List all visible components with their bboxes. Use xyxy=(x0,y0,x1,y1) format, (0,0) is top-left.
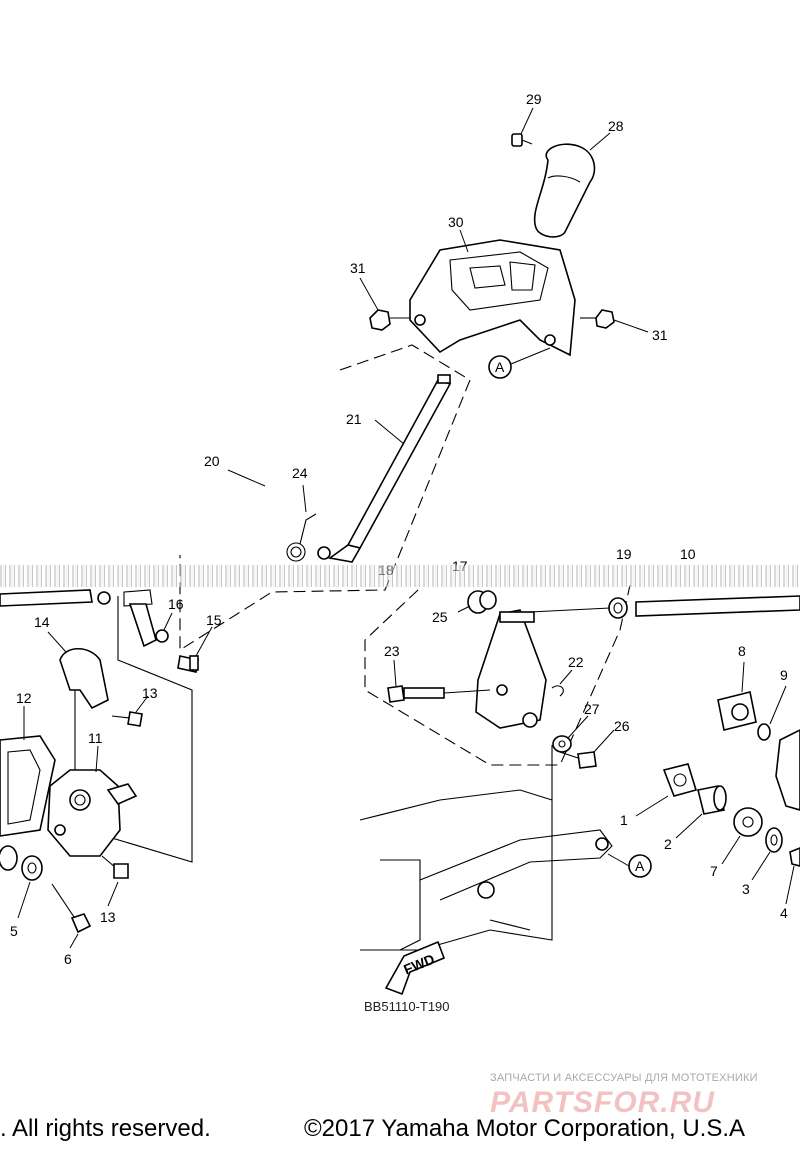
bolt-13-lower xyxy=(101,855,129,879)
frame-section xyxy=(359,789,613,951)
torsion-spring xyxy=(286,513,331,562)
callout-28: 28 xyxy=(608,118,624,134)
callout-26: 26 xyxy=(614,718,630,734)
fwd-arrow-icon xyxy=(384,940,446,996)
cable-rod-left xyxy=(0,589,153,607)
bolt-13-upper xyxy=(111,711,143,727)
housing-11 xyxy=(47,769,138,857)
callout-21: 21 xyxy=(346,411,362,427)
callout-19: 19 xyxy=(616,546,632,562)
flange-bolt-15 xyxy=(177,655,199,673)
callout-24: 24 xyxy=(292,465,308,481)
callout-27: 27 xyxy=(584,701,600,717)
linkage-bracket xyxy=(128,603,169,648)
ref-marker-a-top xyxy=(488,347,551,379)
callout-2: 2 xyxy=(664,836,672,852)
clip-22 xyxy=(551,685,564,697)
callout-4: 4 xyxy=(780,905,788,921)
gear-7 xyxy=(733,807,763,837)
callout-10: 10 xyxy=(680,546,696,562)
callout-a-bottom: A xyxy=(635,858,645,874)
cable-clamp xyxy=(59,647,109,710)
callout-16: 16 xyxy=(168,596,184,612)
footer-copyright: ©2017 Yamaha Motor Corporation, U.S.A xyxy=(304,1115,746,1142)
callout-20: 20 xyxy=(204,453,220,469)
cover-bolt-left xyxy=(369,309,410,331)
washer-27 xyxy=(552,735,572,753)
callout-13-upper: 13 xyxy=(142,685,158,701)
callout-31-right: 31 xyxy=(652,327,668,343)
callout-7: 7 xyxy=(710,863,718,879)
cam-1 xyxy=(662,763,698,797)
rod-10 xyxy=(635,595,800,617)
bolt-26 xyxy=(559,751,597,769)
callout-5: 5 xyxy=(10,923,18,939)
scan-artifact-band-strip xyxy=(0,565,800,587)
cover-bolt-right xyxy=(580,309,615,329)
shift-lever-rod xyxy=(328,374,452,563)
callout-12: 12 xyxy=(16,690,32,706)
shift-arm-bracket xyxy=(475,609,547,729)
ref-marker-a-bottom xyxy=(607,853,652,878)
washer-5 xyxy=(0,845,43,881)
gasket-12 xyxy=(0,735,56,837)
collar-19 xyxy=(608,597,628,619)
callout-9: 9 xyxy=(780,667,788,683)
shift-gate-cover xyxy=(409,239,576,357)
bolt-23 xyxy=(387,685,491,703)
callout-1: 1 xyxy=(620,812,628,828)
housing-right xyxy=(775,729,800,811)
shaft-4 xyxy=(789,847,800,867)
footer-rights: . All rights reserved. xyxy=(0,1115,211,1142)
bolt-6 xyxy=(51,883,92,934)
callout-25: 25 xyxy=(432,609,448,625)
knob-screw xyxy=(511,133,533,147)
callout-23: 23 xyxy=(384,643,400,659)
callout-22: 22 xyxy=(568,654,584,670)
oring-9 xyxy=(757,723,771,741)
sleeve-2 xyxy=(697,785,727,815)
callout-29: 29 xyxy=(526,91,542,107)
diagram-code: BB51110-T190 xyxy=(364,999,450,1014)
watermark-tagline: ЗАПЧАСТИ И АКСЕССУАРЫ ДЛЯ МОТОТЕХНИКИ xyxy=(490,1072,758,1084)
watermark-logo: PARTSFOR.RU xyxy=(490,1086,715,1119)
callout-14: 14 xyxy=(34,614,50,630)
callout-a-top: A xyxy=(495,359,505,375)
callout-6: 6 xyxy=(64,951,72,967)
gear-8 xyxy=(717,691,757,731)
callout-3: 3 xyxy=(742,881,750,897)
washer-3 xyxy=(765,827,783,853)
callout-30: 30 xyxy=(448,214,464,230)
callout-15: 15 xyxy=(206,612,222,628)
callout-11: 11 xyxy=(88,730,103,746)
assembly-outline-20 xyxy=(179,344,471,651)
callout-8: 8 xyxy=(738,643,746,659)
callout-31-left: 31 xyxy=(350,260,366,276)
callout-13-lower: 13 xyxy=(100,909,116,925)
shift-knob xyxy=(533,143,596,238)
assembly-outline-17 xyxy=(364,584,631,766)
bushing-25 xyxy=(467,590,497,614)
